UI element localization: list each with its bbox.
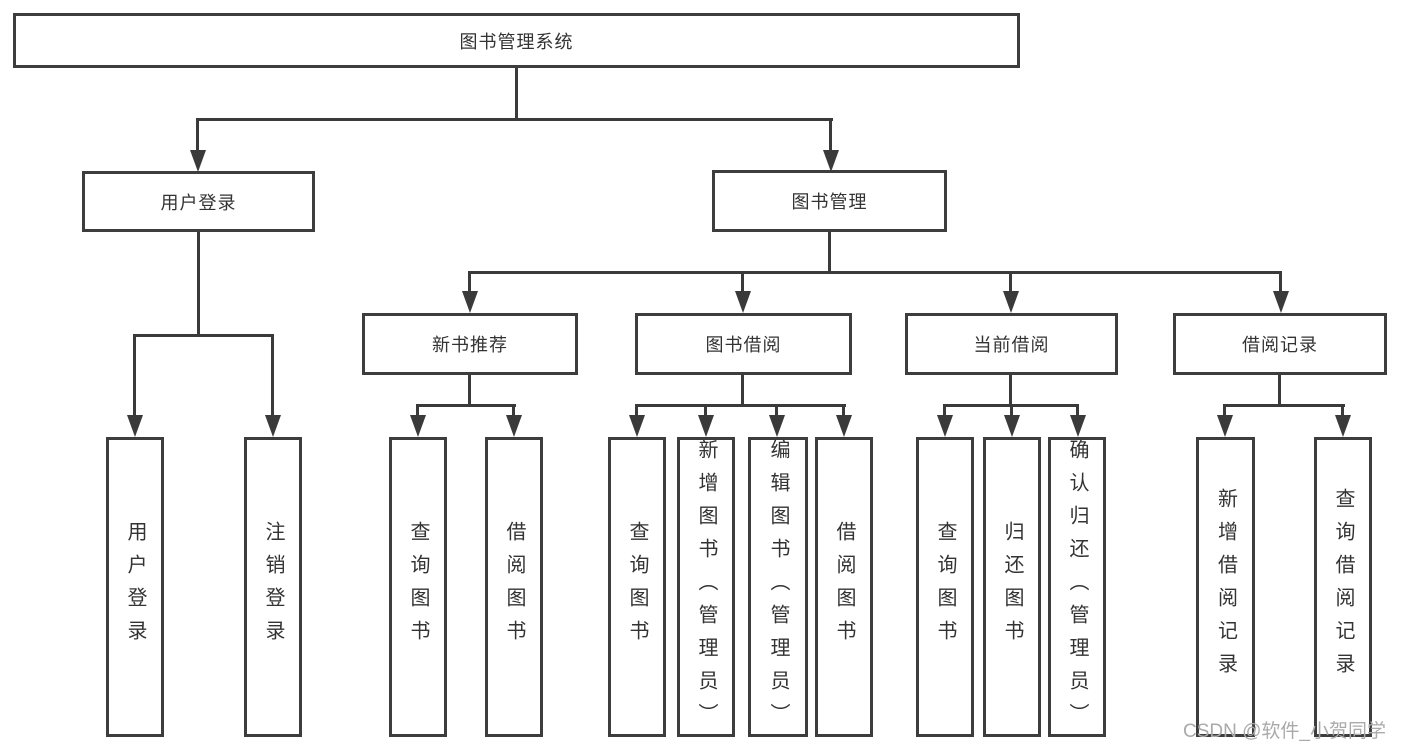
arrow-down-icon bbox=[506, 415, 522, 437]
leaf-borrow-books-1: 借阅图书 bbox=[485, 437, 543, 737]
node-borrow-records: 借阅记录 bbox=[1173, 313, 1387, 375]
connector-line-v bbox=[943, 404, 946, 417]
connector-line-v bbox=[512, 404, 515, 417]
arrow-down-icon bbox=[1004, 415, 1020, 437]
connector-line-v bbox=[1009, 375, 1012, 407]
node-book-management-label: 图书管理 bbox=[791, 192, 868, 212]
connector-line-v bbox=[196, 118, 199, 152]
connector-line-h bbox=[416, 404, 516, 407]
arrow-down-icon bbox=[1003, 291, 1019, 313]
leaf-return-books: 归还图书 bbox=[983, 437, 1041, 737]
connector-line-h bbox=[196, 118, 833, 121]
arrow-down-icon bbox=[1335, 415, 1351, 437]
node-user-login-label: 用户登录 bbox=[160, 192, 237, 213]
node-current-borrow: 当前借阅 bbox=[905, 313, 1118, 375]
connector-line-h bbox=[1223, 404, 1345, 407]
connector-line-v bbox=[775, 404, 778, 417]
arrow-down-icon bbox=[836, 415, 852, 437]
leaf-borrow-books-2: 借阅图书 bbox=[815, 437, 873, 737]
connector-line-v bbox=[515, 68, 518, 119]
leaf-query-books-3: 查询图书 bbox=[916, 437, 974, 737]
connector-line-v bbox=[197, 232, 200, 336]
connector-line-v bbox=[829, 118, 832, 152]
leaf-query-borrow-record-label: 查询借阅记录 bbox=[1332, 488, 1354, 686]
node-book-management: 图书管理 bbox=[712, 170, 947, 232]
connector-line-v bbox=[1010, 404, 1013, 417]
connector-line-v bbox=[1341, 404, 1344, 417]
connector-line-h bbox=[635, 404, 846, 407]
node-current-borrow-label: 当前借阅 bbox=[973, 335, 1050, 355]
connector-line-v bbox=[1223, 404, 1226, 417]
leaf-logout-label: 注销登录 bbox=[262, 521, 284, 653]
leaf-edit-books-admin: 编辑图书（管理员） bbox=[748, 437, 808, 737]
arrow-down-icon bbox=[1217, 415, 1233, 437]
connector-line-h bbox=[133, 334, 274, 337]
node-root-label: 图书管理系统 bbox=[459, 31, 574, 52]
arrow-down-icon bbox=[265, 415, 281, 437]
arrow-down-icon bbox=[190, 150, 206, 172]
node-new-book-recommend: 新书推荐 bbox=[362, 313, 578, 375]
leaf-add-borrow-record-label: 新增借阅记录 bbox=[1214, 488, 1237, 686]
arrow-down-icon bbox=[629, 415, 645, 437]
leaf-query-books-2-label: 查询图书 bbox=[626, 521, 648, 653]
leaf-query-borrow-record: 查询借阅记录 bbox=[1314, 437, 1372, 737]
connector-line-v bbox=[1076, 404, 1079, 417]
node-new-book-recommend-label: 新书推荐 bbox=[432, 335, 508, 355]
node-book-borrow-label: 图书借阅 bbox=[705, 335, 782, 355]
connector-line-v bbox=[1279, 271, 1282, 293]
arrow-down-icon bbox=[1070, 415, 1086, 437]
arrow-down-icon bbox=[823, 150, 839, 172]
connector-line-v bbox=[416, 404, 419, 417]
connector-line-v bbox=[741, 375, 744, 407]
connector-line-h bbox=[468, 271, 1282, 274]
arrow-down-icon bbox=[698, 415, 714, 437]
leaf-return-books-label: 归还图书 bbox=[1001, 521, 1023, 653]
arrow-down-icon bbox=[462, 291, 478, 313]
leaf-add-books-admin: 新增图书（管理员） bbox=[677, 437, 735, 737]
arrow-down-icon bbox=[1273, 291, 1289, 313]
leaf-add-books-admin-label: 新增图书（管理员） bbox=[695, 438, 717, 736]
connector-line-v bbox=[704, 404, 707, 417]
csdn-watermark: CSDN @软件_小贺同学 bbox=[1183, 721, 1386, 742]
connector-line-v bbox=[1009, 271, 1012, 293]
connector-line-v bbox=[468, 271, 471, 293]
connector-line-v bbox=[635, 404, 638, 417]
node-borrow-records-label: 借阅记录 bbox=[1242, 335, 1318, 355]
leaf-query-books-2: 查询图书 bbox=[608, 437, 666, 737]
connector-line-v bbox=[828, 232, 831, 273]
node-user-login: 用户登录 bbox=[82, 171, 315, 232]
connector-line-v bbox=[741, 271, 744, 293]
leaf-logout: 注销登录 bbox=[244, 437, 302, 737]
leaf-user-login: 用户登录 bbox=[106, 437, 164, 737]
arrow-down-icon bbox=[735, 291, 751, 313]
leaf-confirm-return-admin-label: 确认归还（管理员） bbox=[1066, 438, 1088, 736]
arrow-down-icon bbox=[127, 415, 143, 437]
connector-line-v bbox=[842, 404, 845, 417]
leaf-query-books-3-label: 查询图书 bbox=[934, 521, 956, 653]
leaf-borrow-books-2-label: 借阅图书 bbox=[833, 521, 855, 653]
leaf-user-login-label: 用户登录 bbox=[124, 521, 146, 653]
node-root: 图书管理系统 bbox=[13, 13, 1020, 68]
arrow-down-icon bbox=[410, 415, 426, 437]
connector-line-v bbox=[271, 334, 274, 417]
arrow-down-icon bbox=[937, 415, 953, 437]
leaf-query-books-1-label: 查询图书 bbox=[407, 521, 429, 653]
arrow-down-icon bbox=[769, 415, 785, 437]
leaf-add-borrow-record: 新增借阅记录 bbox=[1196, 437, 1255, 737]
leaf-borrow-books-1-label: 借阅图书 bbox=[503, 521, 525, 653]
leaf-confirm-return-admin: 确认归还（管理员） bbox=[1048, 437, 1106, 737]
connector-line-v bbox=[133, 334, 136, 417]
node-book-borrow: 图书借阅 bbox=[635, 313, 852, 375]
connector-line-v bbox=[1278, 375, 1281, 407]
leaf-edit-books-admin-label: 编辑图书（管理员） bbox=[767, 438, 789, 736]
leaf-query-books-1: 查询图书 bbox=[389, 437, 447, 737]
connector-line-v bbox=[468, 375, 471, 407]
